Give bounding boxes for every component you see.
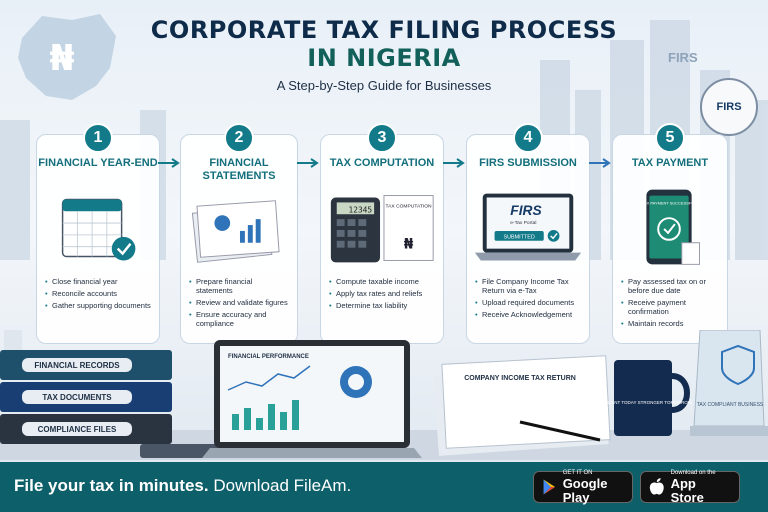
arrow-right-icon	[443, 158, 465, 168]
step-bullets: Compute taxable income Apply tax rates a…	[329, 277, 437, 313]
bullet: File Company Income Tax Return via e-Tax	[475, 277, 583, 295]
step-card-tax-computation: 3 TAX COMPUTATION TAX COMPUTATION ₦ 1234…	[320, 123, 444, 344]
step-number: 3	[367, 123, 397, 153]
step-card-firs-submission: 4 FIRS SUBMISSION FIRS e-Tax Portal SUBM…	[466, 123, 590, 344]
svg-text:TAX COMPLIANT BUSINESS: TAX COMPLIANT BUSINESS	[697, 402, 764, 408]
promo-bold: File your tax in minutes.	[14, 476, 209, 495]
footer-bar: File your tax in minutes. Download FileA…	[0, 462, 768, 512]
bullet: Receive payment confirmation	[621, 298, 721, 316]
svg-text:12345: 12345	[348, 205, 372, 214]
bullet: Prepare financial statements	[189, 277, 291, 295]
google-play-button[interactable]: GET IT ON Google Play	[533, 470, 633, 504]
google-play-icon	[543, 479, 556, 495]
step-bullets: File Company Income Tax Return via e-Tax…	[475, 277, 583, 322]
arrow-right-icon	[297, 158, 319, 168]
svg-text:₦: ₦	[49, 38, 74, 79]
calendar-icon	[61, 198, 136, 261]
svg-text:e-Tax Portal: e-Tax Portal	[510, 220, 536, 226]
bullet: Compute taxable income	[329, 277, 437, 286]
bullet: Receive Acknowledgement	[475, 310, 583, 319]
bullet: Review and validate figures	[189, 298, 291, 307]
bullet: Reconcile accounts	[45, 289, 153, 298]
tax-return-document: COMPANY INCOME TAX RETURN	[433, 355, 611, 456]
bullet: Gather supporting documents	[45, 301, 153, 310]
svg-text:FIRS: FIRS	[668, 50, 698, 65]
tax-compliant-trophy: TAX COMPLIANT BUSINESS	[690, 330, 768, 436]
step-number: 5	[655, 123, 685, 153]
svg-text:SUBMITTED: SUBMITTED	[504, 234, 535, 240]
financial-statements-icon	[191, 200, 280, 263]
svg-text:TAX PAYMENT SUCCESSFUL: TAX PAYMENT SUCCESSFUL	[642, 200, 697, 205]
apple-icon	[649, 478, 664, 495]
step-card-tax-payment: 5 TAX PAYMENT TAX PAYMENT SUCCESSFUL Pay…	[612, 123, 728, 344]
step-title: TAX PAYMENT	[631, 157, 709, 169]
arrow-right-icon	[158, 158, 180, 168]
mug: COMPLIANT TODAY STRONGER TOMORROW	[594, 360, 693, 436]
phone-payment-icon: TAX PAYMENT SUCCESSFUL	[642, 189, 700, 265]
svg-text:₦: ₦	[404, 237, 414, 253]
svg-text:TAX DOCUMENTS: TAX DOCUMENTS	[42, 393, 112, 402]
nigeria-map: ₦	[18, 14, 116, 100]
app-store-button[interactable]: Download on the App Store	[640, 470, 740, 504]
page-title-line2: IN NIGERIA	[307, 44, 461, 72]
bullet: Close financial year	[45, 277, 153, 286]
step-title: TAX COMPUTATION	[329, 157, 435, 169]
laptop-dashboard: FINANCIAL PERFORMANCE	[202, 340, 422, 458]
plant-icon	[4, 330, 22, 350]
svg-text:COMPLIANCE FILES: COMPLIANCE FILES	[38, 425, 117, 434]
bullet: Upload required documents	[475, 298, 583, 307]
svg-text:COMPLIANT TODAY STRONGER TOMOR: COMPLIANT TODAY STRONGER TOMORROW	[594, 400, 693, 405]
step-bullets: Prepare financial statements Review and …	[189, 277, 291, 331]
step-card-financial-year-end: 1 FINANCIAL YEAR-END Close financial yea…	[36, 123, 160, 344]
step-bullets: Close financial year Reconcile accounts …	[45, 277, 153, 313]
office-desk-scene: FINANCIAL RECORDS TAX DOCUMENTS COMPLIAN…	[0, 330, 768, 460]
page-subtitle: A Step-by-Step Guide for Businesses	[276, 78, 492, 93]
step-bullets: Pay assessed tax on or before due date R…	[621, 277, 721, 331]
svg-text:FINANCIAL RECORDS: FINANCIAL RECORDS	[34, 361, 120, 370]
step-number: 4	[513, 123, 543, 153]
arrow-right-icon	[589, 158, 611, 168]
binders-stack: FINANCIAL RECORDS TAX DOCUMENTS COMPLIAN…	[0, 350, 172, 444]
step-number: 2	[224, 123, 254, 153]
calculator-icon: TAX COMPUTATION ₦ 12345	[330, 195, 434, 263]
promo-text: File your tax in minutes. Download FileA…	[14, 476, 351, 496]
svg-text:FINANCIAL PERFORMANCE: FINANCIAL PERFORMANCE	[228, 354, 309, 360]
bullet: Determine tax liability	[329, 301, 437, 310]
laptop-portal-icon: FIRS e-Tax Portal SUBMITTED	[474, 193, 582, 261]
bullet: Apply tax rates and reliefs	[329, 289, 437, 298]
promo-rest: Download FileAm.	[208, 476, 352, 495]
bullet: Ensure accuracy and compliance	[189, 310, 291, 328]
step-title: FIRS SUBMISSION	[479, 157, 577, 169]
bullet: Maintain records	[621, 319, 721, 328]
page-title-line1: CORPORATE TAX FILING PROCESS	[150, 16, 618, 44]
svg-text:COMPANY INCOME TAX RETURN: COMPANY INCOME TAX RETURN	[464, 375, 576, 382]
step-number: 1	[83, 123, 113, 153]
step-title: FINANCIAL STATEMENTS	[202, 157, 276, 182]
svg-text:TAX COMPUTATION: TAX COMPUTATION	[386, 203, 433, 209]
svg-text:FIRS: FIRS	[510, 203, 542, 218]
firs-seal: FIRS	[700, 78, 758, 136]
step-title: FINANCIAL YEAR-END	[38, 157, 158, 169]
step-card-financial-statements: 2 FINANCIAL STATEMENTS Prepare financial…	[180, 123, 298, 344]
bullet: Pay assessed tax on or before due date	[621, 277, 721, 295]
